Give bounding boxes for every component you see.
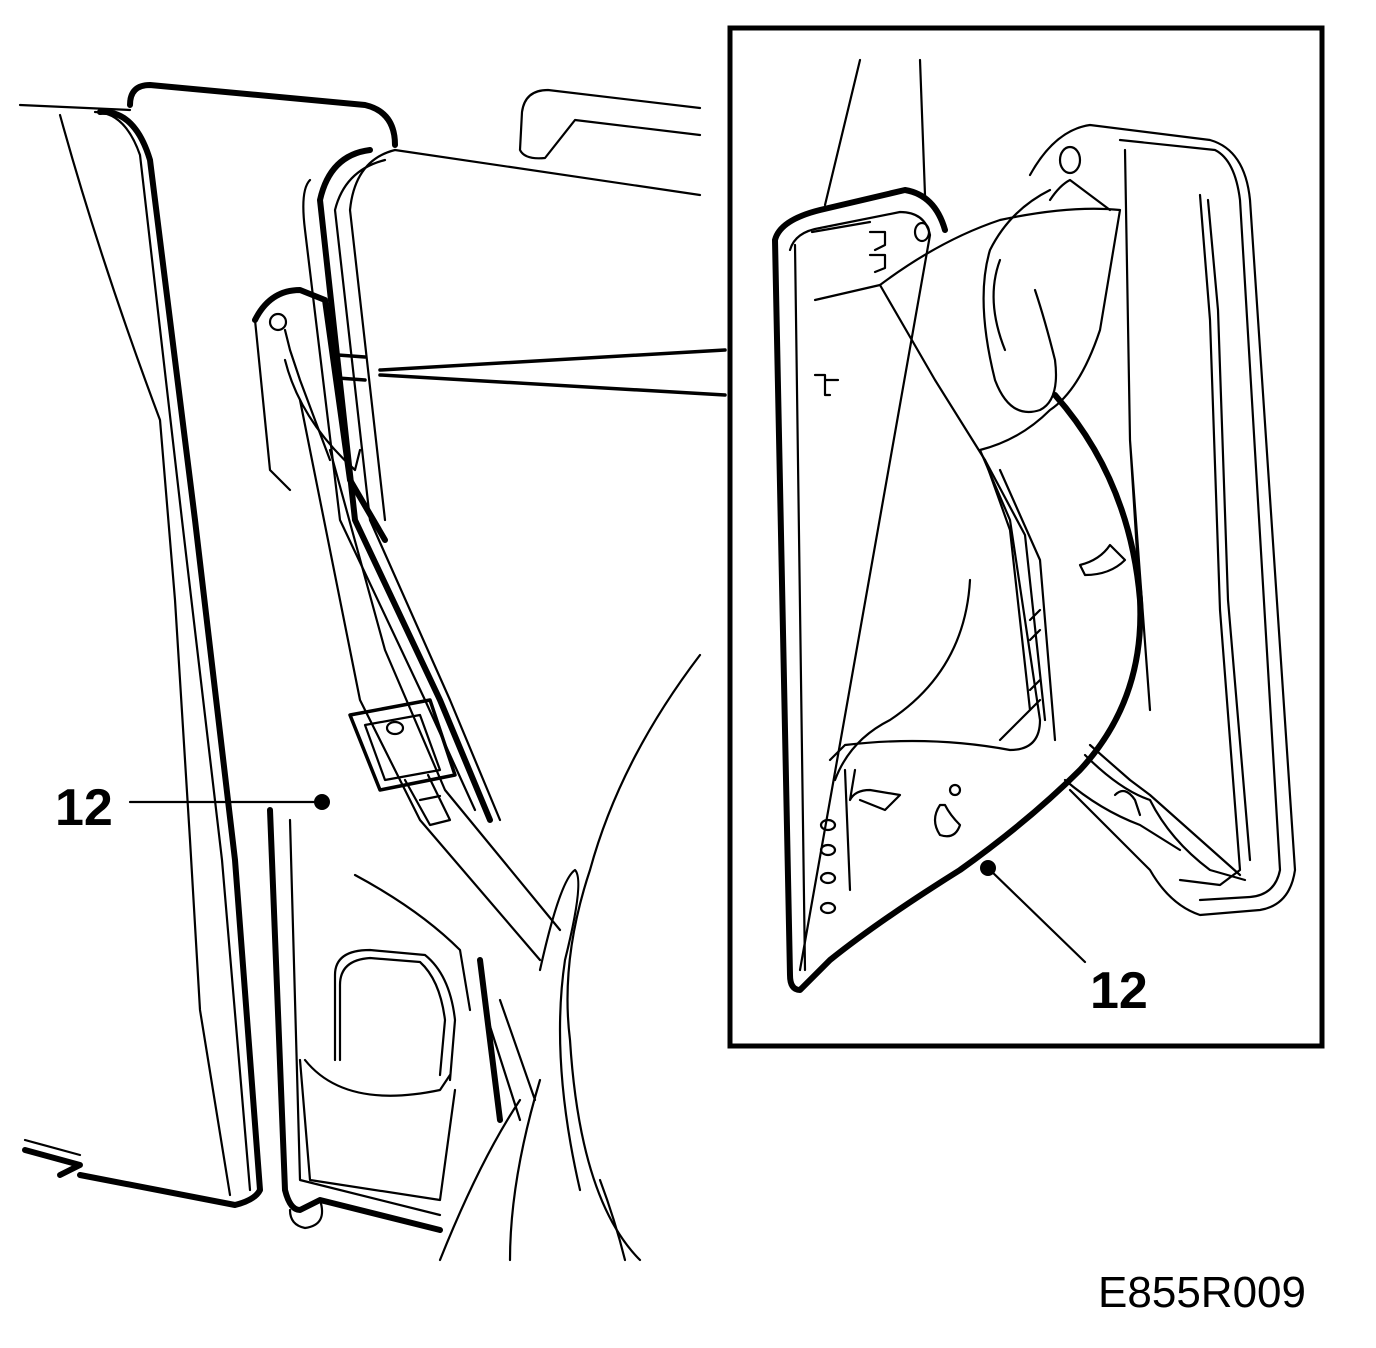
- zoom-leader: [336, 348, 727, 397]
- grab-handle: [518, 88, 702, 160]
- pillar-trim-panel: [252, 287, 388, 543]
- b-pillar-scene: [18, 82, 727, 1262]
- seat-back: [566, 653, 702, 1262]
- inset-door-frame: [1028, 123, 1297, 917]
- belt-pocket: [338, 956, 447, 1077]
- callout-label-left: 12: [55, 779, 113, 837]
- callout-12-left: 12: [55, 779, 330, 837]
- callout-12-inset: 12: [980, 860, 1148, 1020]
- belt-adjuster: [348, 698, 457, 792]
- figure-code: E855R009: [1098, 1268, 1306, 1317]
- seat-belt: [298, 398, 562, 962]
- door-seal-outer: [77, 108, 263, 1208]
- inset-trim-panel: [772, 187, 1144, 993]
- detail-inset: [727, 25, 1325, 1049]
- callout-label-inset: 12: [1090, 962, 1148, 1020]
- pillar-seal-rail: [317, 147, 493, 823]
